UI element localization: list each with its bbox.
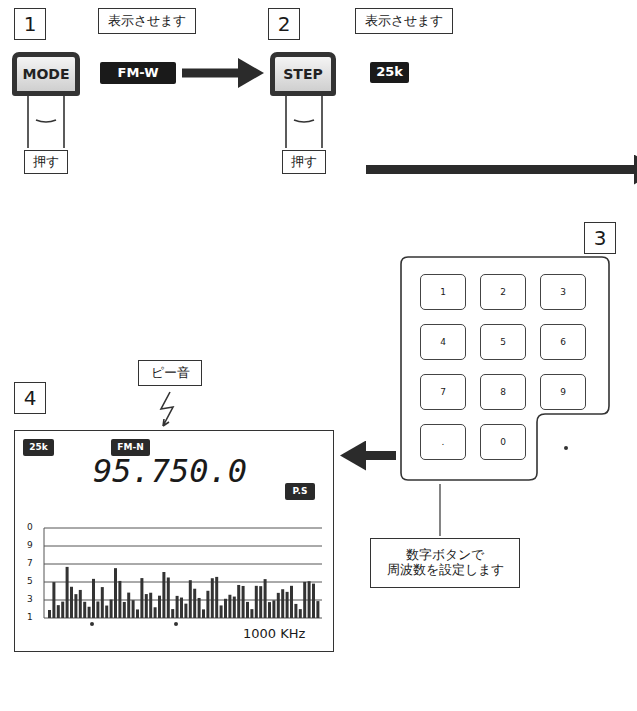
lcd-badge: 25k	[23, 439, 54, 456]
axis-label: 0	[27, 522, 33, 532]
label-text: P.S	[293, 486, 308, 496]
push-button: STEP	[270, 52, 336, 96]
keypad-key: .	[420, 424, 466, 460]
label-text: 表示させます	[108, 14, 186, 29]
label-text: 25k	[29, 442, 48, 452]
push-button: MODE	[12, 52, 80, 96]
label-text: FM-W	[118, 66, 159, 81]
keypad-key: 0	[480, 424, 526, 460]
callout-box: 押す	[24, 150, 68, 174]
callout-box: 表示させます	[98, 8, 196, 34]
axis-label: 7	[27, 558, 33, 568]
spectrum-graph	[44, 528, 322, 626]
label-text: 数字ボタンで 周波数を設定します	[371, 548, 519, 578]
label-text: 4	[24, 387, 37, 410]
lcd-display: 25k FM-N P.S 95.750.0 0 9 7 5 3 1 1000 KHz	[14, 430, 334, 652]
flow-arrow	[182, 69, 242, 78]
leader-line	[439, 484, 440, 536]
step-number: 4	[14, 382, 46, 414]
frequency-readout: 95.750.0	[93, 453, 247, 490]
keypad-key: 6	[540, 324, 586, 360]
label-text: FM-N	[117, 442, 143, 452]
span-label: 1000 KHz	[243, 627, 305, 642]
label-text: 3	[594, 227, 607, 250]
label-text: MODE	[22, 66, 69, 82]
callout-box: 表示させます	[355, 8, 453, 34]
axis-label: 9	[27, 540, 33, 550]
keypad-key: 1	[420, 274, 466, 310]
mode-indicator: FM-W	[100, 62, 176, 84]
label-text: STEP	[283, 66, 322, 82]
callout-box: 数字ボタンで 周波数を設定します	[370, 538, 520, 588]
keypad-key: 5	[480, 324, 526, 360]
keypad-key: 2	[480, 274, 526, 310]
flow-arrow	[366, 165, 637, 174]
lcd-badge: P.S	[285, 483, 315, 500]
label-text: 2	[278, 13, 291, 36]
callout-box: 押す	[282, 150, 326, 174]
label-text: 表示させます	[365, 14, 443, 29]
axis-label: 1	[27, 612, 33, 622]
axis-label: 3	[27, 594, 33, 604]
label-text: ピー音	[151, 366, 190, 381]
beep-symbol	[161, 392, 173, 426]
axis-label: 5	[27, 576, 33, 586]
label-text: 1	[24, 13, 37, 36]
keypad-dot	[564, 446, 568, 450]
keypad-key: 7	[420, 374, 466, 410]
step-indicator: 25k	[370, 62, 409, 83]
keypad-key: 9	[540, 374, 586, 410]
label-text: 25k	[376, 65, 403, 80]
keypad-key: 3	[540, 274, 586, 310]
label-text: 押す	[33, 155, 59, 170]
label-text: 押す	[291, 155, 317, 170]
step-number: 2	[268, 8, 300, 40]
callout-box: ピー音	[138, 360, 202, 386]
flow-arrow	[362, 451, 396, 460]
keypad-key: 8	[480, 374, 526, 410]
step-number: 1	[14, 8, 46, 40]
numeric-keypad: 123 456 789. 0	[400, 256, 610, 481]
step-number: 3	[584, 222, 616, 254]
keypad-key: 4	[420, 324, 466, 360]
